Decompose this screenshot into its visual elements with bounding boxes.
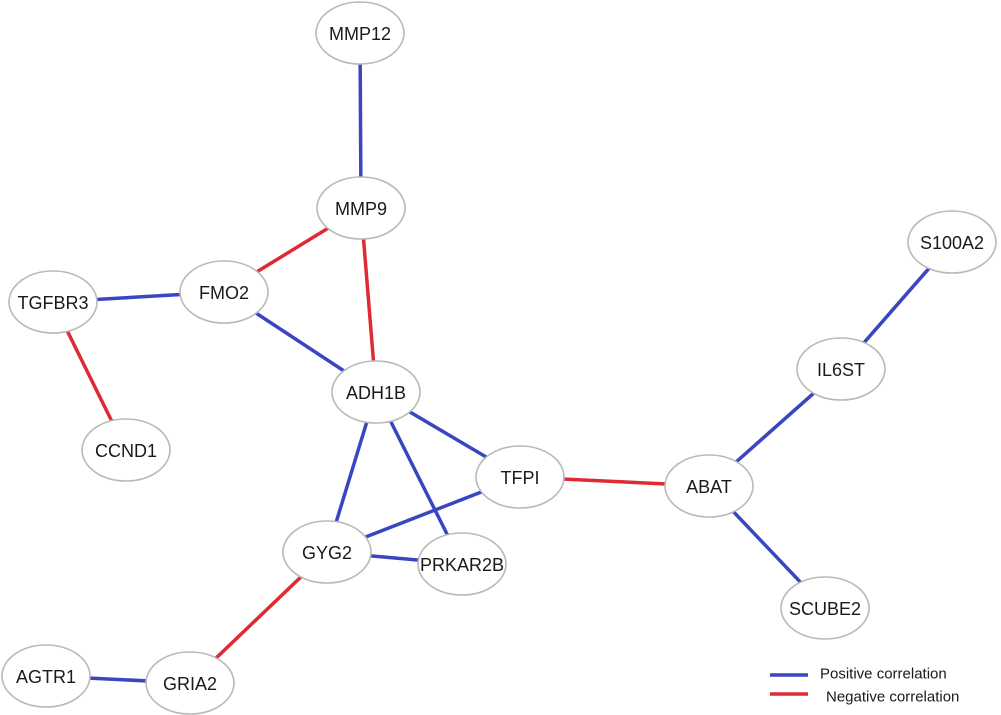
node-s100a2: S100A2 <box>907 210 997 274</box>
node-label: PRKAR2B <box>420 555 504 575</box>
legend-positive-label: Positive correlation <box>820 666 947 683</box>
node-label: TGFBR3 <box>17 293 88 313</box>
node-label: ABAT <box>686 477 732 497</box>
node-ellipse <box>179 260 269 324</box>
node-adh1b: ADH1B <box>331 360 421 424</box>
node-label: IL6ST <box>817 360 865 380</box>
node-label: S100A2 <box>920 233 984 253</box>
node-label: GYG2 <box>302 543 352 563</box>
node-ellipse <box>315 1 405 65</box>
node-ellipse <box>81 418 171 482</box>
node-label: MMP9 <box>335 199 387 219</box>
node-tgfbr3: TGFBR3 <box>8 270 98 334</box>
node-ellipse <box>8 270 98 334</box>
node-abat: ABAT <box>664 454 754 518</box>
node-gria2: GRIA2 <box>145 651 235 715</box>
legend: Positive correlation Negative correlatio… <box>770 666 959 706</box>
node-mmp12: MMP12 <box>315 1 405 65</box>
node-ccnd1: CCND1 <box>81 418 171 482</box>
node-ellipse <box>907 210 997 274</box>
node-tfpi: TFPI <box>475 445 565 509</box>
node-ellipse <box>780 576 870 640</box>
legend-negative-label: Negative correlation <box>826 689 959 706</box>
node-ellipse <box>475 445 565 509</box>
node-label: MMP12 <box>329 24 391 44</box>
node-label: GRIA2 <box>163 674 217 694</box>
node-agtr1: AGTR1 <box>1 644 91 708</box>
node-label: FMO2 <box>199 283 249 303</box>
node-label: AGTR1 <box>16 667 76 687</box>
node-label: ADH1B <box>346 383 406 403</box>
node-ellipse <box>796 337 886 401</box>
node-ellipse <box>664 454 754 518</box>
node-ellipse <box>1 644 91 708</box>
node-gyg2: GYG2 <box>282 520 372 584</box>
node-label: SCUBE2 <box>789 599 861 619</box>
node-ellipse <box>282 520 372 584</box>
node-label: CCND1 <box>95 441 157 461</box>
node-label: TFPI <box>501 468 540 488</box>
node-fmo2: FMO2 <box>179 260 269 324</box>
node-mmp9: MMP9 <box>316 176 406 240</box>
node-ellipse <box>417 532 507 596</box>
node-ellipse <box>316 176 406 240</box>
node-il6st: IL6ST <box>796 337 886 401</box>
node-ellipse <box>331 360 421 424</box>
node-prkar2b: PRKAR2B <box>417 532 507 596</box>
node-ellipse <box>145 651 235 715</box>
node-scube2: SCUBE2 <box>780 576 870 640</box>
